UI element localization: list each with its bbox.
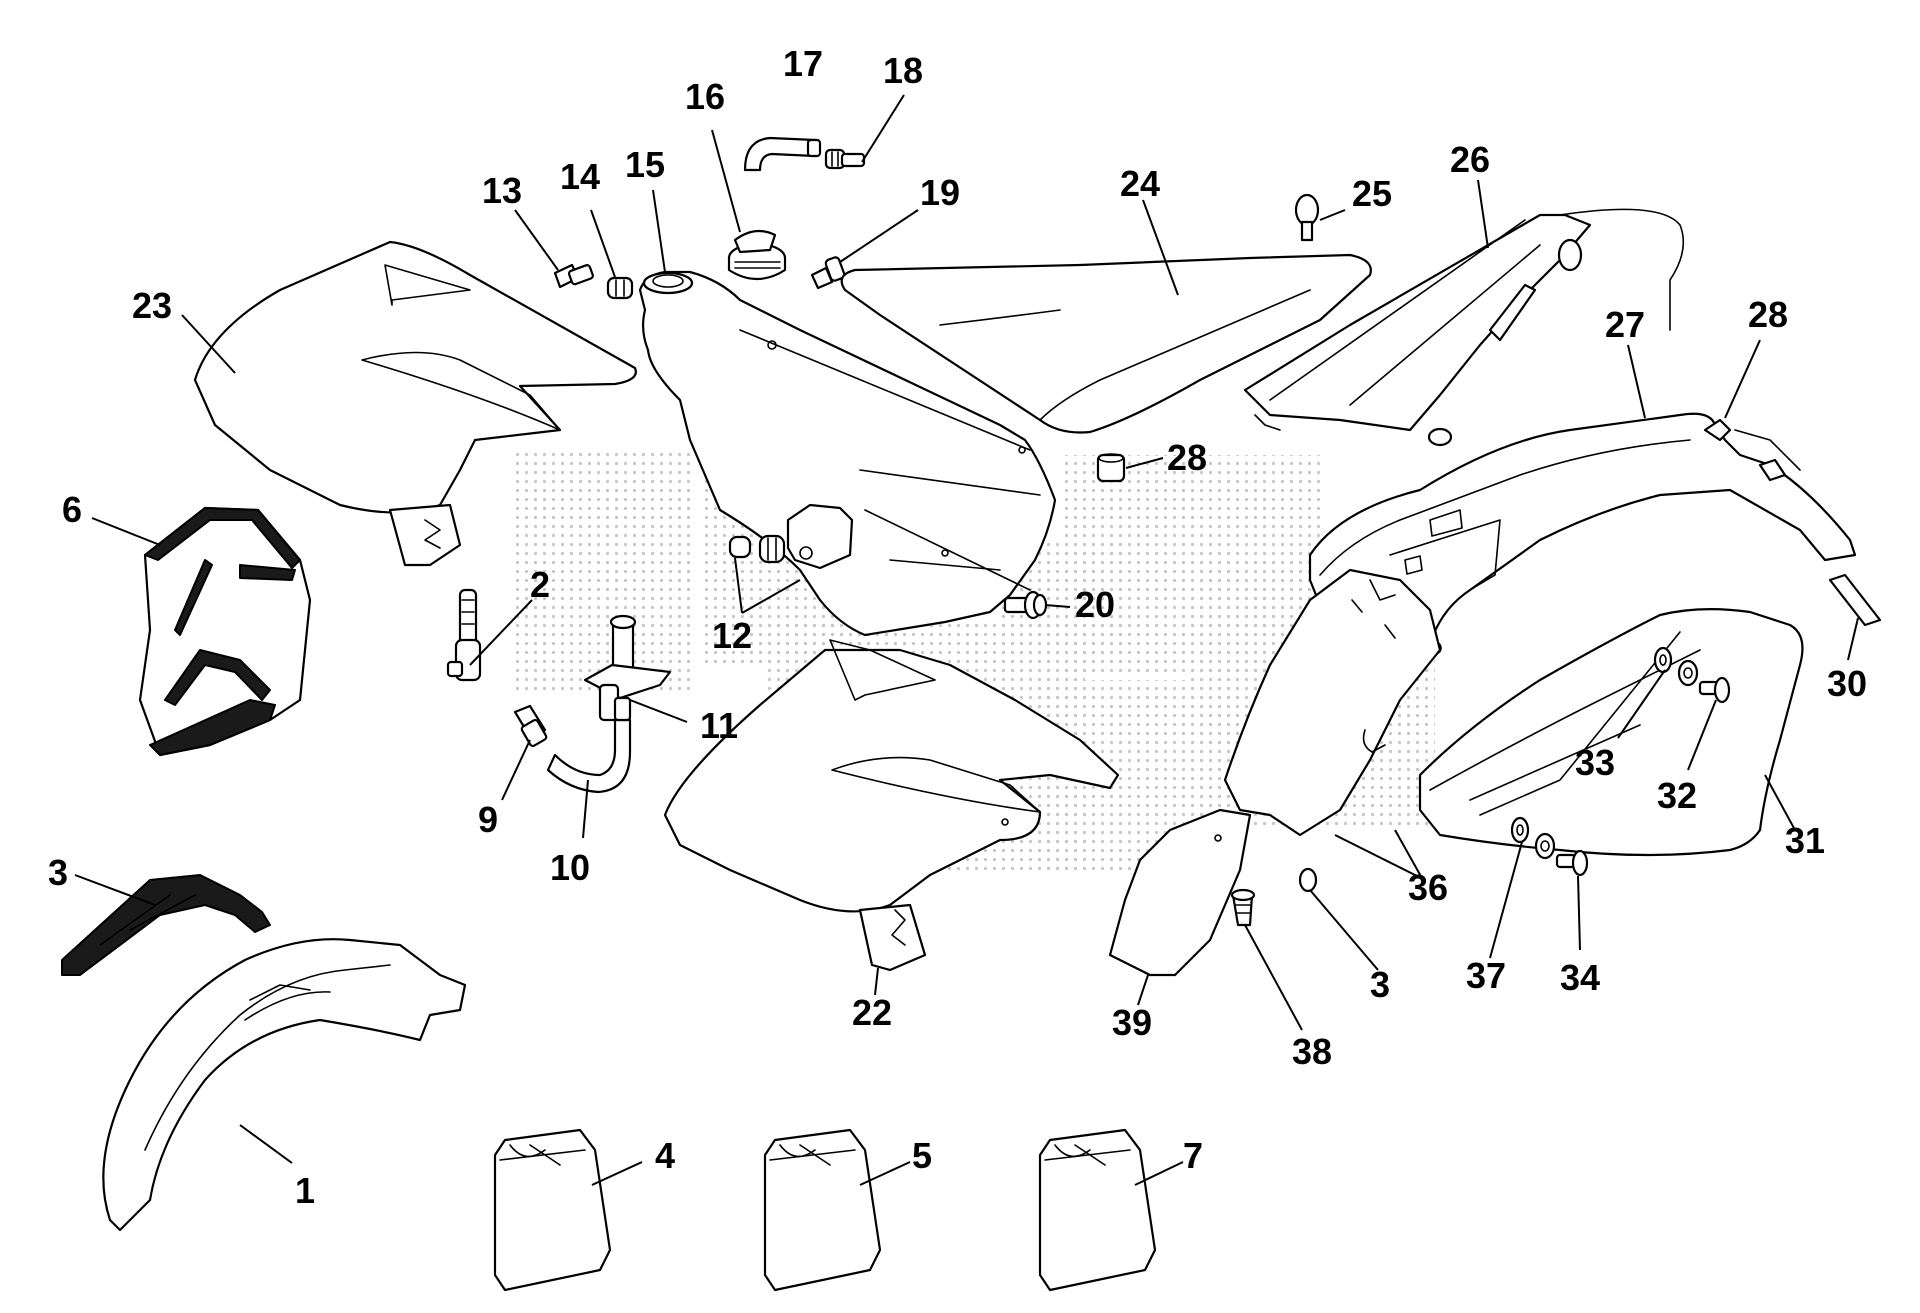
callout-1: 1: [295, 1170, 315, 1211]
hose-fitting: [513, 704, 548, 748]
callout-24: 25: [1352, 173, 1392, 214]
callout-32: 32: [1657, 775, 1697, 816]
air-box-cover: [1243, 208, 1685, 447]
callout-4: 4: [655, 1135, 675, 1176]
callout-37: 37: [1466, 955, 1506, 996]
grommets-12: [728, 534, 786, 564]
callout-28: 28: [1167, 437, 1207, 478]
callout-27: 28: [1748, 294, 1788, 335]
breather-valve: [824, 148, 866, 170]
inner-mudguard: [1108, 568, 1442, 977]
seat: [840, 253, 1372, 434]
bolt-19: [810, 256, 846, 290]
callout-39: 39: [1112, 1002, 1152, 1043]
callout-34: 34: [1560, 957, 1600, 998]
right-radiator-shroud: [663, 639, 1120, 972]
callout-19: 19: [920, 172, 960, 213]
callout-2: 2: [530, 564, 550, 605]
leader-lines: [74, 94, 1859, 1186]
callout-10: 10: [550, 847, 590, 888]
rubber-plug: [1230, 888, 1256, 927]
callout-23: 24: [1120, 163, 1160, 204]
callout-33: 33: [1575, 742, 1615, 783]
callout-7: 7: [1183, 1135, 1203, 1176]
callout-9: 9: [478, 799, 498, 840]
spacer-28: [1096, 453, 1126, 483]
callout-13: 13: [482, 170, 522, 211]
washer-33: [1653, 646, 1699, 687]
callout-31: 31: [1785, 820, 1825, 861]
callout-12: 12: [712, 615, 752, 656]
right-side-panel: [1418, 608, 1804, 857]
headlight-mask: [138, 506, 312, 757]
rear-fender: [1308, 412, 1857, 667]
callout-labels: 23 6 3 1 2 9 10 11 12 13 14 15 16 17 18 …: [48, 43, 1867, 1211]
fuel-cap: [727, 229, 787, 281]
callout-14: 14: [560, 156, 600, 197]
fuel-tap: [583, 614, 672, 722]
callout-30: 30: [1827, 663, 1867, 704]
number-plate-bracket: [61, 874, 271, 976]
callout-38: 38: [1292, 1031, 1332, 1072]
fuel-tap-small: [446, 588, 482, 682]
decal-kit-4: [493, 1128, 612, 1292]
callout-6: 6: [62, 489, 82, 530]
grommet-14: [606, 276, 634, 300]
left-radiator-shroud: [193, 240, 637, 567]
callout-26: 27: [1605, 304, 1645, 345]
callout-11: 11: [700, 705, 738, 746]
callout-3-lower: 3: [1370, 964, 1390, 1005]
callout-15: 15: [625, 144, 665, 185]
callout-16: 16: [685, 76, 725, 117]
fuel-hose: [546, 718, 632, 794]
callout-36: 36: [1408, 867, 1448, 908]
callout-21: 23: [132, 285, 172, 326]
callout-20: 20: [1075, 584, 1115, 625]
grommet-3: [1298, 867, 1318, 893]
bolt-20: [1003, 590, 1048, 620]
front-fender: [102, 938, 467, 1232]
callout-17: 17: [783, 43, 823, 84]
bolt-34: [1555, 849, 1589, 877]
reflector: [1828, 573, 1882, 627]
callout-22: 22: [852, 992, 892, 1033]
decal-kit-5: [763, 1128, 882, 1292]
washer-37: [1510, 816, 1556, 860]
bolt-32: [1698, 676, 1731, 704]
callout-3-upper: 3: [48, 852, 68, 893]
seat-fastener: [1294, 193, 1320, 242]
bolt-13: [553, 263, 594, 289]
decal-kit-7: [1038, 1128, 1157, 1292]
callout-5: 5: [912, 1135, 932, 1176]
callout-25: 26: [1450, 139, 1490, 180]
callout-18: 18: [883, 50, 923, 91]
fuel-tank: [638, 270, 1057, 637]
breather-hose: [743, 136, 822, 172]
